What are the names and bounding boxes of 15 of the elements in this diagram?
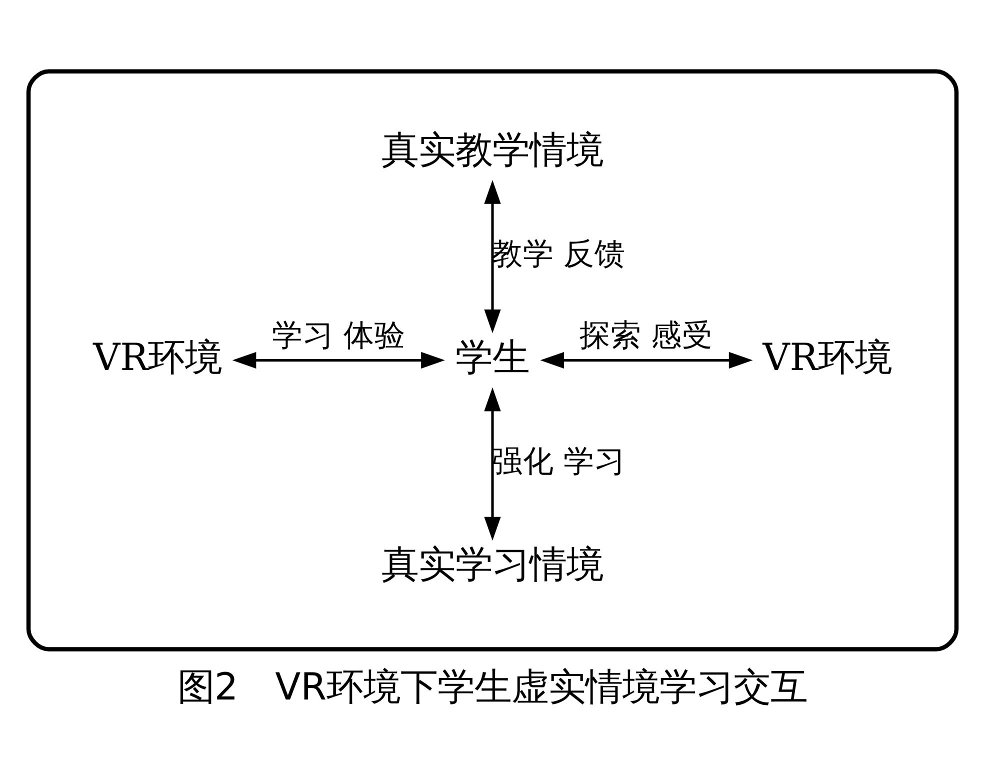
node-text: VR环境	[93, 334, 222, 378]
arrow	[540, 351, 753, 368]
arrow	[484, 180, 501, 333]
cluster	[26, 68, 959, 651]
arrow	[232, 351, 445, 368]
node-text: 真实教学情境	[382, 126, 604, 171]
node-text: 学生	[456, 334, 530, 378]
edge-label: 强化 学习	[492, 444, 626, 479]
node-text: 真实学习情境	[382, 542, 604, 586]
node-text: VR环境	[762, 334, 892, 378]
edge-label: 学习 体验	[272, 318, 406, 354]
edge-label: 探索 感受	[579, 318, 714, 354]
caption: 图2 VR环境下学生虚实情境学习交互	[177, 664, 808, 708]
arrow	[484, 386, 501, 540]
edge-label: 教学 反馈	[492, 236, 626, 272]
